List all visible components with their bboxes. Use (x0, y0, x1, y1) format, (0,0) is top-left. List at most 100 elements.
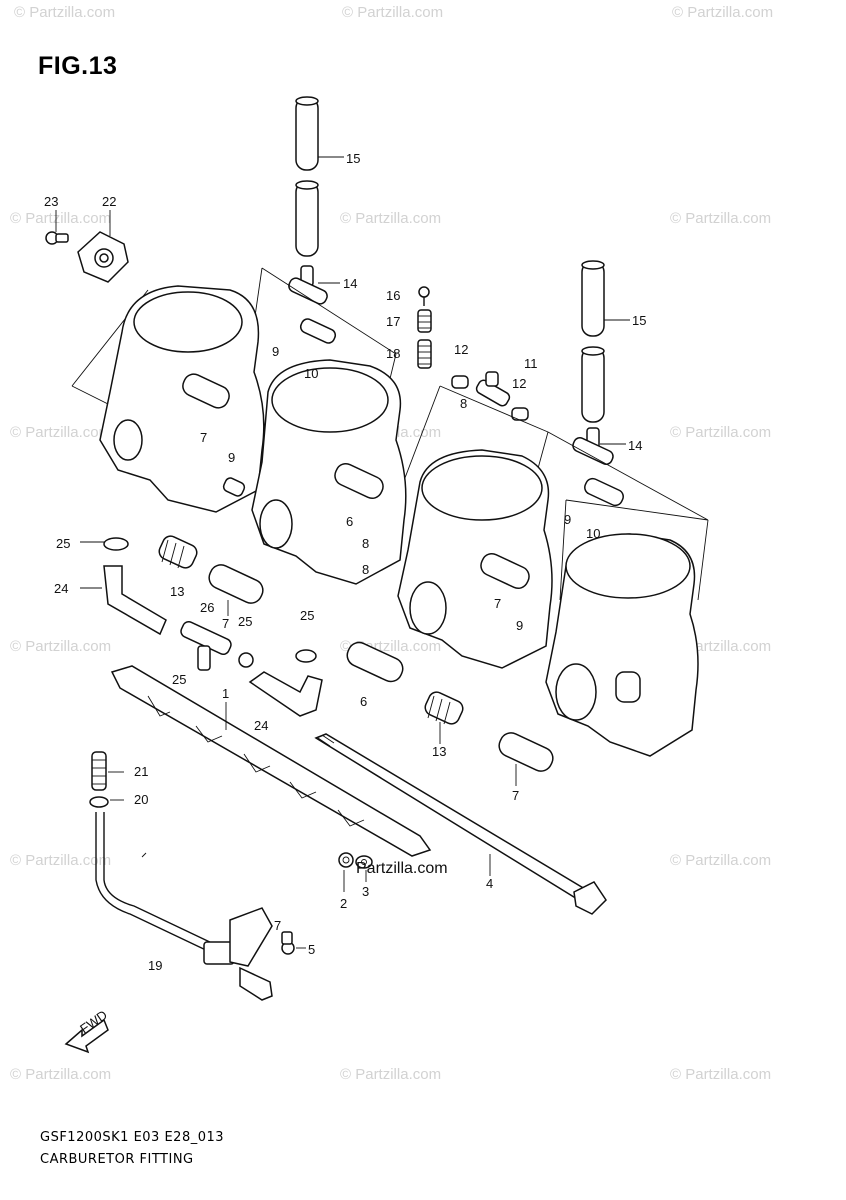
choke-cable-19 (95, 812, 273, 1001)
leader-lines (55, 156, 630, 949)
watermark: © Partzilla.com (670, 852, 772, 869)
callout-14: 14 (628, 438, 642, 453)
callout-10: 10 (304, 366, 318, 381)
joint-26 (180, 620, 232, 671)
callout-21: 21 (134, 764, 148, 779)
fwd-arrow-icon: FWD (64, 1007, 110, 1054)
callout-25: 25 (56, 536, 70, 551)
callout-24: 24 (54, 581, 68, 596)
fitting-12-b (511, 407, 529, 421)
screw-16 (418, 286, 430, 306)
hose-7-b (498, 732, 554, 772)
spring-13-a (158, 535, 198, 569)
callout-23: 23 (44, 194, 58, 209)
callout-3: 3 (362, 884, 369, 899)
section-name: CARBURETOR FITTING (40, 1152, 194, 1167)
callout-15: 15 (632, 313, 646, 328)
spring-13-b (424, 691, 464, 725)
watermark: © Partzilla.com (670, 1066, 772, 1083)
watermark: © Partzilla.com (340, 210, 442, 227)
t-fitting-14-left (288, 265, 328, 305)
watermark: © Partzilla.com (10, 852, 112, 869)
callout-25: 25 (172, 672, 186, 687)
callout-15: 15 (346, 151, 360, 166)
screw-5 (281, 931, 295, 955)
spring-18 (417, 339, 432, 369)
hose-6-a (346, 641, 404, 683)
callout-22: 22 (102, 194, 116, 209)
washer-20 (89, 796, 109, 808)
hose-15-right (581, 260, 605, 423)
callout-13: 13 (170, 584, 184, 599)
callout-6: 6 (360, 694, 367, 709)
callout-7: 7 (274, 918, 281, 933)
clamp-25-b (238, 652, 254, 668)
hose-24-a (103, 565, 167, 636)
callout-9: 9 (272, 344, 279, 359)
callout-7: 7 (512, 788, 519, 803)
carburetor-2 (251, 318, 407, 585)
callout-9: 9 (516, 618, 523, 633)
screw-23 (45, 231, 69, 245)
spring-21 (91, 751, 107, 791)
figure-title: FIG.13 (38, 52, 118, 80)
watermark: © Partzilla.com (14, 4, 116, 21)
callout-12: 12 (454, 342, 468, 357)
spring-17 (417, 309, 432, 333)
clamp-25-c (295, 649, 317, 663)
callout-8: 8 (460, 396, 467, 411)
callout-19: 19 (148, 958, 162, 973)
rail-1 (110, 665, 432, 857)
callout-2: 2 (340, 896, 347, 911)
callout-7: 7 (494, 596, 501, 611)
callout-7: 7 (222, 616, 229, 631)
callout-24: 24 (254, 718, 268, 733)
watermark: © Partzilla.com (10, 210, 112, 227)
watermark: © Partzilla.com (672, 4, 774, 21)
callout-5: 5 (308, 942, 315, 957)
callout-26: 26 (200, 600, 214, 615)
t-fitting-11 (475, 371, 511, 407)
callout-9: 9 (564, 512, 571, 527)
cap-22 (77, 231, 129, 283)
callout-20: 20 (134, 792, 148, 807)
nut-2 (338, 852, 354, 868)
watermark: © Partzilla.com (10, 424, 112, 441)
hose-24-b (248, 671, 323, 717)
callout-8: 8 (362, 536, 369, 551)
watermark: © Partzilla.com (10, 638, 112, 655)
callout-13: 13 (432, 744, 446, 759)
callout-18: 18 (386, 346, 400, 361)
callout-7: 7 (200, 430, 207, 445)
callout-8: 8 (362, 562, 369, 577)
watermark: © Partzilla.com (10, 1066, 112, 1083)
model-code: GSF1200SK1 E03 E28_013 (40, 1130, 225, 1145)
carburetor-3 (397, 449, 553, 669)
bolt-4 (314, 733, 607, 915)
callout-11: 11 (524, 356, 538, 371)
watermark: © Partzilla.com (340, 1066, 442, 1083)
callout-10: 10 (586, 526, 600, 541)
callout-9: 9 (228, 450, 235, 465)
fitting-12-a (451, 375, 469, 389)
callout-1: 1 (222, 686, 229, 701)
callout-25: 25 (238, 614, 252, 629)
watermark: © Partzilla.com (342, 4, 444, 21)
carburetor-1 (99, 285, 265, 513)
callout-4: 4 (486, 876, 493, 891)
carburetor-4 (545, 477, 699, 757)
washer-3 (355, 855, 373, 869)
callout-25: 25 (300, 608, 314, 623)
callout-14: 14 (343, 276, 357, 291)
watermark: © Partzilla.com (670, 210, 772, 227)
callout-6: 6 (346, 514, 353, 529)
hose-15-left (295, 96, 319, 257)
callout-17: 17 (386, 314, 400, 329)
clamp-25-a (103, 537, 129, 551)
callout-12: 12 (512, 376, 526, 391)
callout-16: 16 (386, 288, 400, 303)
brand-watermark: Partzilla.com (356, 860, 448, 877)
hose-7-a (208, 564, 264, 604)
watermark: © Partzilla.com (670, 424, 772, 441)
